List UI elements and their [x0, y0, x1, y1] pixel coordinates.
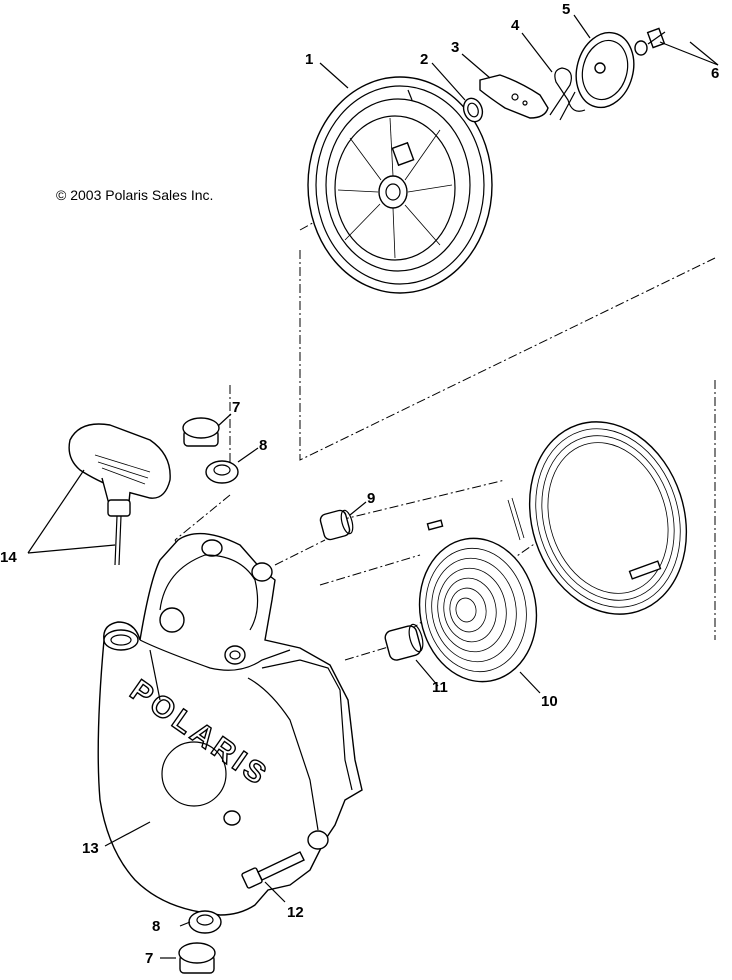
- washer-top: [205, 460, 239, 484]
- callout-9: 9: [367, 490, 375, 507]
- callout-5: 5: [562, 1, 570, 18]
- callout-8-top: 8: [259, 437, 267, 454]
- callout-8-bottom: 8: [152, 918, 160, 935]
- washer-bottom: [188, 910, 222, 934]
- plug-top: [182, 417, 220, 447]
- callout-labels: 1 2 3 4 5 6 7 8 9 10 11 12 13 14 8 7: [0, 1, 719, 967]
- pawl: [479, 74, 549, 119]
- bolt-and-washer: [634, 27, 666, 56]
- callout-14: 14: [0, 549, 17, 566]
- callout-11: 11: [432, 679, 448, 696]
- starter-handle: [68, 423, 171, 566]
- copyright-text: © 2003 Polaris Sales Inc.: [56, 187, 213, 203]
- starter-rope: [507, 421, 688, 615]
- bushing: [319, 509, 354, 541]
- callout-3: 3: [451, 39, 459, 56]
- friction-plate: [575, 31, 635, 109]
- callout-13: 13: [82, 840, 99, 857]
- callout-2: 2: [420, 51, 428, 68]
- starter-housing: POLARIS: [97, 532, 363, 916]
- callout-4: 4: [511, 17, 520, 34]
- retainer-clip: [549, 67, 586, 121]
- housing-bolt: [241, 851, 305, 889]
- collar: [384, 623, 424, 661]
- plug-bottom: [178, 942, 216, 974]
- recoil-spring: [418, 519, 538, 683]
- callout-10: 10: [541, 693, 558, 710]
- pawl-spring: [462, 97, 484, 123]
- callout-12: 12: [287, 904, 304, 921]
- pulley: [307, 76, 493, 294]
- callout-7-top: 7: [232, 399, 240, 416]
- callout-1: 1: [305, 51, 313, 68]
- leader-lines: [27, 14, 719, 959]
- callout-7-bottom: 7: [145, 950, 153, 967]
- callout-6: 6: [711, 65, 719, 82]
